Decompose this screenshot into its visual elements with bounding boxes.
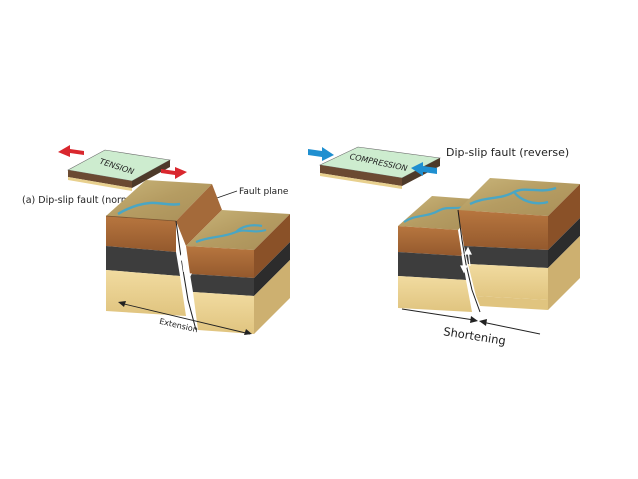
shortening-measure: Shortening — [401, 308, 541, 348]
hanging-wall-block — [186, 210, 290, 334]
compression-slab: COMPRESSION — [318, 146, 441, 189]
normal-fault-trace — [175, 220, 197, 331]
reverse-fault-panel: COMPRESSION Dip-slip fault (reverse) — [308, 146, 580, 348]
compression-arrow-right — [411, 162, 437, 176]
compression-arrow-left — [308, 147, 334, 161]
reverse-fault-trace — [457, 209, 481, 313]
fault-scarp — [176, 184, 222, 246]
reverse-fault-caption: Dip-slip fault (reverse) — [446, 146, 569, 159]
normal-fault-panel: TENSION (a) Dip-slip fault (normal) Faul… — [22, 145, 290, 335]
tension-arrow-right — [161, 167, 187, 179]
normal-slip-arrows — [178, 252, 192, 282]
shortening-label: Shortening — [442, 324, 506, 348]
reverse-hanging-wall-block — [458, 178, 580, 310]
fault-plane-leader — [213, 190, 238, 200]
fault-plane-label: Fault plane — [239, 187, 289, 197]
footwall-block — [105, 180, 212, 316]
tension-slab: TENSION — [67, 149, 171, 191]
normal-fault-caption: (a) Dip-slip fault (normal) — [22, 195, 142, 206]
tension-arrow-left — [58, 145, 84, 157]
reverse-slip-arrows — [460, 246, 472, 274]
